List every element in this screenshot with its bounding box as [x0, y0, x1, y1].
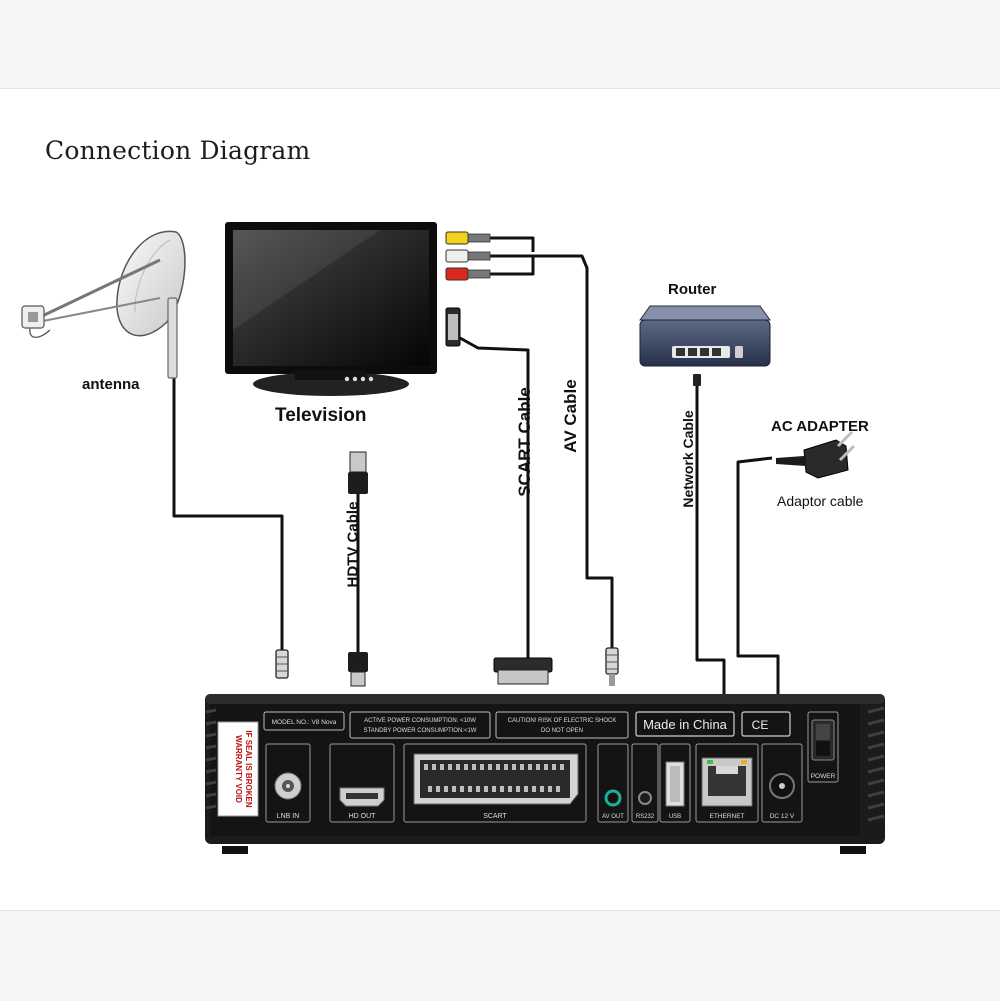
scart-plug-top-icon [445, 307, 461, 347]
scart-cable [459, 336, 530, 660]
ac-adapter-icon [776, 430, 856, 479]
rca-yellow-plug [445, 231, 469, 245]
vents-right [867, 706, 885, 822]
svg-text:DO NOT OPEN: DO NOT OPEN [541, 728, 583, 734]
television-label: Television [275, 405, 367, 426]
rs232-port-icon [638, 791, 652, 805]
svg-text:CAUTION! RISK OF ELECTRIC SHOC: CAUTION! RISK OF ELECTRIC SHOCK [508, 718, 617, 724]
hd-port-frame [329, 743, 395, 823]
rca-red-plug [445, 267, 469, 281]
svg-text:RS232: RS232 [636, 814, 655, 820]
svg-text:USB: USB [669, 814, 681, 820]
svg-text:CE: CE [752, 718, 769, 732]
ac-adapter-label: AC ADAPTER [771, 418, 869, 435]
warranty-line-1: WARRANTY VOID [234, 735, 243, 803]
svg-text:SCART: SCART [483, 813, 507, 820]
svg-text:MODEL NO.: V8 Nova: MODEL NO.: V8 Nova [272, 719, 337, 726]
diagram-title: Connection Diagram [45, 136, 311, 165]
rca-plugs-icon [445, 231, 491, 281]
svg-text:Made in China: Made in China [643, 717, 728, 732]
model-label [263, 711, 345, 731]
top-band [0, 0, 1000, 89]
warranty-sticker [217, 721, 259, 817]
ethernet-port-frame [695, 743, 759, 823]
svg-text:ETHERNET: ETHERNET [709, 813, 744, 820]
scart-port-frame [403, 743, 587, 823]
adaptor-cable [736, 456, 780, 754]
warranty-line-2: IF SEAL IS BROKEN [244, 730, 253, 807]
hdmi-plug-top-icon [348, 451, 368, 494]
power-switch-frame [807, 711, 839, 783]
vents-left [205, 708, 217, 810]
scart-plug-bottom-icon [493, 657, 553, 685]
lnb-connector-icon [275, 649, 289, 679]
dc-port-frame [761, 743, 803, 823]
adaptor-cable-label: Adaptor cable [777, 493, 864, 509]
svg-text:STANDBY POWER CONSUMPTION:<1W: STANDBY POWER CONSUMPTION:<1W [364, 728, 477, 734]
television-icon [225, 222, 437, 396]
svg-text:ACTIVE POWER CONSUMPTION: <10W: ACTIVE POWER CONSUMPTION: <10W [364, 718, 476, 724]
rs232-port-frame [631, 743, 659, 823]
router-icon [639, 305, 771, 386]
svg-text:DC 12 V: DC 12 V [770, 813, 795, 820]
antenna-dish-icon [21, 230, 186, 379]
made-in-china-label [635, 711, 735, 737]
av-cable-label: AV Cable [561, 379, 580, 453]
power-consumption-label [349, 711, 491, 739]
av-jack-plug-icon [605, 647, 619, 686]
network-cable-label: Network Cable [680, 410, 696, 508]
ce-label [741, 711, 791, 737]
rca-white-plug [445, 249, 469, 263]
av-port-frame [597, 743, 629, 823]
hdmi-plug-bottom-icon [348, 652, 368, 687]
svg-text:HD OUT: HD OUT [349, 813, 377, 820]
bottom-band [0, 910, 1000, 1001]
receiver-box: WARRANTY VOID IF SEAL IS BROKEN MODEL NO… [205, 694, 885, 854]
router-label: Router [668, 281, 717, 298]
hdtv-cable-label: HDTV Cable [344, 501, 362, 588]
lnb-port-frame [265, 743, 311, 823]
caution-label [495, 711, 629, 739]
antenna-cable [172, 372, 284, 650]
svg-text:POWER: POWER [811, 773, 836, 780]
usb-port-frame [659, 743, 691, 823]
svg-text:LNB IN: LNB IN [277, 813, 300, 820]
antenna-label: antenna [82, 376, 140, 393]
av-port-icon [604, 789, 622, 807]
scart-cable-label: SCART Cable [515, 387, 534, 497]
svg-text:AV OUT: AV OUT [602, 814, 624, 820]
av-cable [490, 236, 614, 648]
